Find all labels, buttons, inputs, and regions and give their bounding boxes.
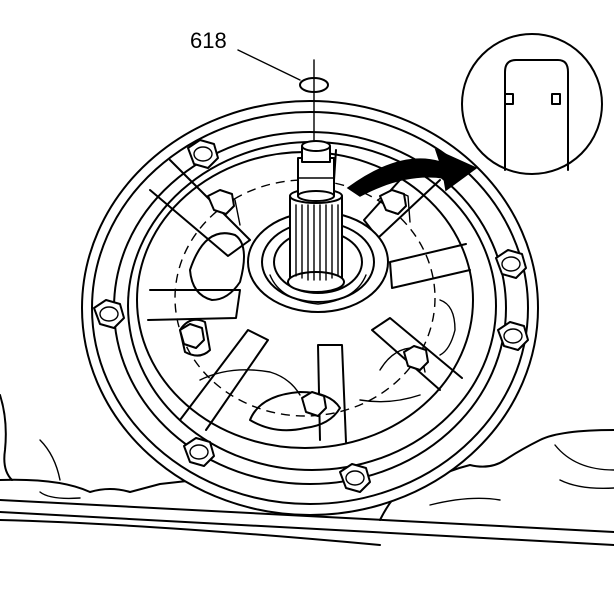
seal-ring-618 xyxy=(299,59,329,141)
bolt xyxy=(207,189,235,215)
bolt xyxy=(93,299,125,329)
stator-shaft xyxy=(287,140,345,293)
bolt xyxy=(187,139,219,169)
bolt xyxy=(301,391,327,417)
bolt xyxy=(403,345,429,371)
detail-view-circle xyxy=(461,33,603,175)
bolt xyxy=(495,249,527,279)
flange-bolts xyxy=(93,139,529,493)
callout-leader-line xyxy=(237,49,301,81)
part-callout-label: 618 xyxy=(190,28,227,53)
transmission-case-outline xyxy=(0,394,614,546)
detail-arrow xyxy=(346,148,478,197)
shaft-splines xyxy=(295,204,339,281)
bolt xyxy=(379,189,407,215)
bolt xyxy=(183,437,215,467)
bolt xyxy=(179,323,205,349)
bolt xyxy=(497,321,529,351)
bolt xyxy=(339,463,371,493)
